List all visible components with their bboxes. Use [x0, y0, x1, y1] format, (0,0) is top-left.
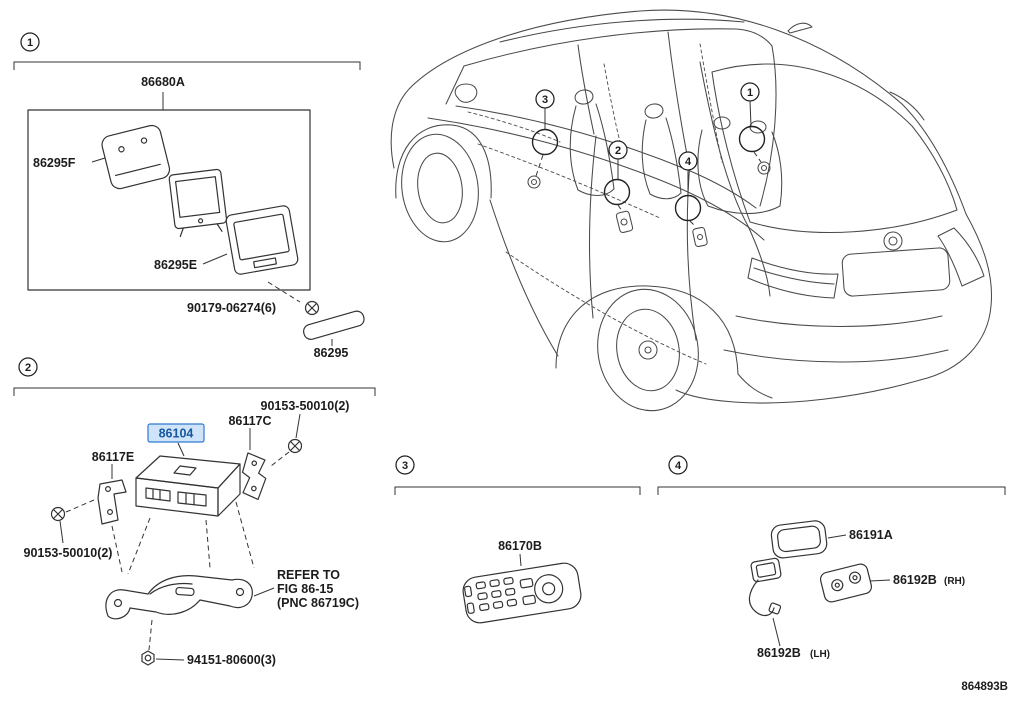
car-callout-2: 2 — [603, 140, 631, 212]
part-86295F-drawing — [91, 124, 171, 190]
part-label-86295E[interactable]: 86295E — [154, 258, 197, 272]
speaker-rear-icon — [757, 161, 771, 175]
car-illustration: 3 2 4 1 — [390, 9, 993, 412]
part-label-86117C[interactable]: 86117C — [228, 414, 271, 428]
part-label-rh-suffix: (RH) — [944, 576, 965, 587]
section-4: 4 86191A 86192B — [657, 455, 1006, 660]
part-label-86104[interactable]: 86104 — [159, 427, 194, 441]
section-2-marker — [18, 357, 38, 377]
screw-90153-top-icon — [270, 438, 303, 467]
tail-lamp-right — [937, 227, 985, 287]
section-4-number: 4 — [675, 460, 682, 472]
screw-90153-left-icon — [50, 499, 95, 522]
car-wheels — [401, 133, 699, 412]
refer-note-line1: REFER TO — [277, 568, 340, 582]
emblem-icon — [883, 231, 903, 251]
part-label-86170B[interactable]: 86170B — [498, 539, 542, 553]
part-86117C-drawing — [241, 452, 267, 501]
highlight-box-86104 — [147, 423, 205, 443]
speaker-positions — [527, 161, 771, 248]
speaker-front-door-icon — [615, 210, 634, 234]
part-86192B-rh-drawing — [819, 563, 891, 603]
car-body — [390, 9, 993, 404]
screw-90179-icon — [304, 300, 320, 316]
tail-lamp-left — [747, 257, 839, 299]
part-label-86191A[interactable]: 86191A — [849, 528, 893, 542]
part-label-90153-left[interactable]: 90153-50010(2) — [24, 546, 113, 560]
part-label-86192B-rh[interactable]: 86192B — [893, 573, 937, 587]
section-1: 1 86680A 86295F — [13, 32, 365, 360]
car-rear — [699, 61, 985, 363]
part-label-86117E[interactable]: 86117E — [92, 450, 134, 464]
refer-note-line3: (PNC 86719C) — [277, 596, 359, 610]
part-86192B-lh-drawing — [748, 557, 782, 647]
section-3: 3 86170B — [394, 455, 641, 624]
section-2-bracket — [13, 387, 376, 396]
assembly-box-86680A — [27, 109, 311, 291]
floor-bracket-86719C-drawing — [105, 575, 253, 620]
section-2: 2 90153-50010(2) 86117C 86104 86117E — [13, 357, 376, 667]
nut-94151-icon — [141, 650, 155, 666]
part-label-86295[interactable]: 86295 — [314, 346, 349, 360]
section-1-marker — [20, 32, 40, 52]
section-1-bracket — [13, 61, 361, 70]
part-label-94151[interactable]: 94151-80600(3) — [187, 653, 276, 667]
part-label-90179-06274[interactable]: 90179-06274(6) — [187, 301, 276, 315]
part-label-lh-suffix: (LH) — [810, 649, 830, 660]
tweeter-front-icon — [527, 175, 541, 189]
section-3-marker — [395, 455, 415, 475]
part-86104-drawing — [135, 455, 241, 517]
callout-4-number: 4 — [685, 156, 692, 168]
car-callout-1: 1 — [738, 82, 766, 163]
car-callout-3: 3 — [531, 89, 559, 177]
callout-2-number: 2 — [615, 145, 621, 157]
part-86295E-drawing — [202, 205, 299, 275]
part-86170B-drawing — [462, 562, 582, 624]
section-3-number: 3 — [402, 460, 408, 472]
part-label-86680A[interactable]: 86680A — [141, 75, 185, 89]
callout-3-number: 3 — [542, 94, 548, 106]
section-3-bracket — [394, 486, 641, 495]
part-86117E-drawing — [97, 479, 127, 525]
car-interior — [467, 43, 783, 365]
part-86191A-drawing — [770, 520, 828, 559]
diagram-code: 864893B — [961, 681, 1008, 693]
section-4-marker — [668, 455, 688, 475]
refer-note-line2: FIG 86-15 — [277, 582, 333, 596]
part-label-86192B-lh[interactable]: 86192B — [757, 646, 801, 660]
section-1-number: 1 — [27, 37, 33, 49]
callout-1-number: 1 — [747, 87, 753, 99]
car-callout-4: 4 — [674, 151, 702, 228]
speaker-rear-door-icon — [692, 226, 708, 248]
section-2-number: 2 — [25, 362, 31, 374]
part-label-90153-top[interactable]: 90153-50010(2) — [261, 399, 350, 413]
section-4-bracket — [657, 486, 1006, 495]
part-label-86295F[interactable]: 86295F — [33, 156, 76, 170]
display-unit-drawing — [168, 168, 228, 238]
part-86295-drawing — [303, 310, 365, 346]
